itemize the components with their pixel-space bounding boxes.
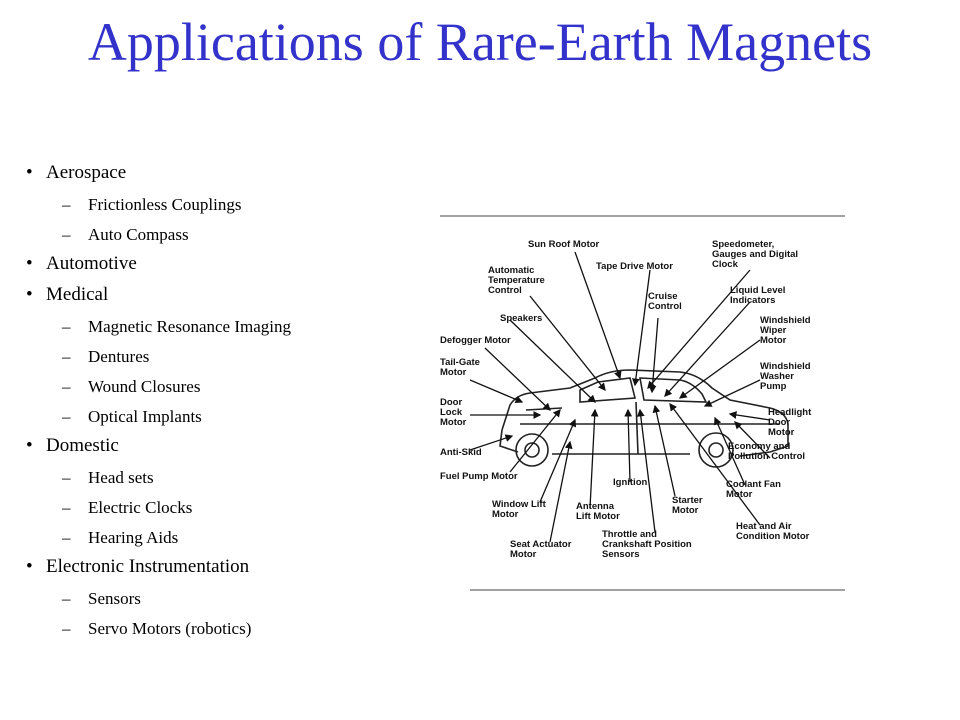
diagram-label-fuel-pump: Fuel Pump Motor — [440, 471, 518, 482]
sub-item-label: Frictionless Couplings — [88, 195, 242, 214]
sub-dash: – — [62, 377, 71, 396]
bullet-dot: • — [26, 253, 33, 274]
diagram-label-tape-drive: Tape Drive Motor — [596, 261, 673, 272]
bullet-dot: • — [26, 435, 33, 456]
sub-dash: – — [62, 347, 71, 366]
sub-dash: – — [62, 195, 71, 214]
sub-dash: – — [62, 498, 71, 517]
sub-item-label: Electric Clocks — [88, 498, 193, 517]
leader-lines — [469, 251, 771, 543]
sub-item-label: Servo Motors (robotics) — [88, 619, 252, 638]
diagram-label-anti-skid: Anti-Skid — [440, 447, 482, 458]
slide-title: Applications of Rare-Earth Magnets — [87, 12, 873, 72]
category-label: Aerospace — [46, 162, 127, 183]
sub-dash: – — [62, 468, 71, 487]
bullet-dot: • — [26, 556, 33, 577]
sub-item-label: Head sets — [88, 468, 154, 487]
sub-item-label: Wound Closures — [88, 377, 201, 396]
sub-item-label: Auto Compass — [88, 225, 189, 244]
sub-item-label: Dentures — [88, 347, 150, 366]
sub-dash: – — [62, 528, 71, 547]
diagram-label-defogger: Defogger Motor — [440, 335, 511, 346]
category-label: Electronic Instrumentation — [46, 556, 250, 577]
sub-dash: – — [62, 589, 71, 608]
diagram-label-speakers: Speakers — [500, 313, 543, 324]
bullet-dot: • — [26, 284, 33, 305]
bullet-list: •Aerospace–Frictionless Couplings–Auto C… — [0, 0, 420, 720]
sub-dash: – — [62, 225, 71, 244]
car-wheels — [515, 432, 734, 468]
diagram-label-sun-roof: Sun Roof Motor — [528, 239, 600, 250]
category-label: Medical — [46, 284, 109, 305]
sub-item-label: Sensors — [88, 589, 141, 608]
sub-dash: – — [62, 317, 71, 336]
sub-item-label: Hearing Aids — [88, 528, 179, 547]
car-illustration — [440, 215, 845, 591]
sub-dash: – — [62, 407, 71, 426]
sub-item-label: Optical Implants — [88, 407, 202, 426]
diagram-label-ignition: Ignition — [613, 477, 648, 488]
category-label: Automotive — [46, 253, 137, 274]
category-label: Domestic — [46, 435, 119, 456]
bullet-dot: • — [26, 162, 33, 183]
sub-dash: – — [62, 619, 71, 638]
car-magnet-diagram: Sun Roof Motor Speedometer,Gauges and Dig… — [430, 210, 850, 600]
sub-item-label: Magnetic Resonance Imaging — [88, 317, 291, 336]
